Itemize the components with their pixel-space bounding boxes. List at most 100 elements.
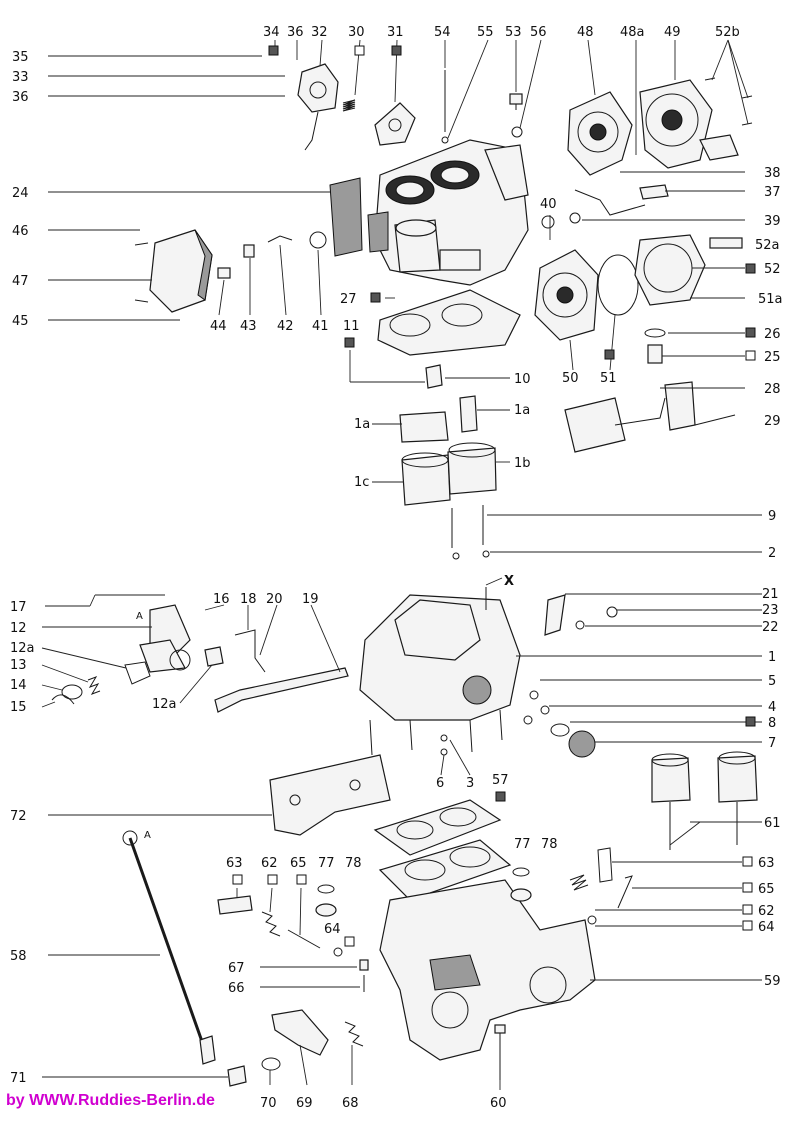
marker-square: [742, 904, 753, 915]
callout-11: 11: [343, 319, 360, 334]
top-assembly: [134, 63, 753, 560]
marker-square: [745, 350, 756, 361]
callout-44: 44: [210, 319, 227, 334]
callout-18: 18: [240, 592, 257, 607]
callout-38: 38: [764, 166, 781, 181]
callout-9: 9: [768, 509, 776, 524]
callout-5: 5: [768, 674, 776, 689]
callout-39: 39: [764, 214, 781, 229]
callout-45: 45: [12, 314, 29, 329]
marker-hatch: [344, 337, 355, 348]
callout-59: 59: [764, 974, 781, 989]
callout-20: 20: [266, 592, 283, 607]
callout-1a-left: 1a: [354, 417, 370, 432]
callout-48: 48: [577, 25, 594, 40]
callout-68: 68: [342, 1096, 359, 1111]
callout-34: 34: [263, 25, 280, 40]
callout-62-right: 62: [758, 904, 775, 919]
callout-52a: 52a: [755, 238, 780, 253]
marker-square: [344, 936, 355, 947]
marker-square: [354, 45, 365, 56]
callout-4: 4: [768, 700, 776, 715]
marker-hatch: [495, 791, 506, 802]
marker-square: [742, 856, 753, 867]
callout-3: 3: [466, 776, 474, 791]
marker-hatch: [745, 263, 756, 274]
callout-23: 23: [762, 603, 779, 618]
callout-57: 57: [492, 773, 509, 788]
callout-26: 26: [764, 327, 781, 342]
callout-51a: 51a: [758, 292, 783, 307]
callout-12: 12: [10, 621, 27, 636]
callout-50: 50: [562, 371, 579, 386]
callout-69: 69: [296, 1096, 313, 1111]
callout-78-right: 78: [541, 837, 558, 852]
callout-40: 40: [540, 197, 557, 212]
callout-54: 54: [434, 25, 451, 40]
callout-31: 31: [387, 25, 404, 40]
callout-6: 6: [436, 776, 444, 791]
callout-49: 49: [664, 25, 681, 40]
callout-43: 43: [240, 319, 257, 334]
marker-square: [232, 874, 243, 885]
callout-13: 13: [10, 658, 27, 673]
callout-28: 28: [764, 382, 781, 397]
callout-53: 53: [505, 25, 522, 40]
callout-16: 16: [213, 592, 230, 607]
callout-63-top: 63: [226, 856, 243, 871]
callout-77-left: 77: [318, 856, 335, 871]
callout-19: 19: [302, 592, 319, 607]
marker-hatch: [745, 716, 756, 727]
markers: [232, 45, 756, 947]
marker-hatch: [604, 349, 615, 360]
callout-60: 60: [490, 1096, 507, 1111]
callout-1b: 1b: [514, 456, 531, 471]
callout-a-bottom: A: [144, 830, 151, 841]
callout-51: 51: [600, 371, 617, 386]
callout-36-top: 36: [287, 25, 304, 40]
callout-55: 55: [477, 25, 494, 40]
callout-56: 56: [530, 25, 547, 40]
middle-assembly: [51, 587, 618, 758]
callout-33: 33: [12, 70, 29, 85]
callout-47: 47: [12, 274, 29, 289]
marker-hatch: [745, 327, 756, 338]
callout-29: 29: [764, 414, 781, 429]
callout-25: 25: [764, 350, 781, 365]
callout-1a-right: 1a: [514, 403, 530, 418]
marker-hatch: [370, 292, 381, 303]
callout-46: 46: [12, 224, 29, 239]
leader-lines: [41, 39, 762, 1090]
callout-48a: 48a: [620, 25, 645, 40]
callout-72: 72: [10, 809, 27, 824]
callout-27: 27: [340, 292, 357, 307]
callout-37: 37: [764, 185, 781, 200]
marker-hatch: [391, 45, 402, 56]
callout-63-right: 63: [758, 856, 775, 871]
callout-64-left: 64: [324, 922, 341, 937]
callout-78-left: 78: [345, 856, 362, 871]
callout-77-right: 77: [514, 837, 531, 852]
callout-32: 32: [311, 25, 328, 40]
callout-71: 71: [10, 1071, 27, 1086]
callout-35: 35: [12, 50, 29, 65]
marker-square: [742, 920, 753, 931]
callout-7: 7: [768, 736, 776, 751]
callout-1c: 1c: [354, 475, 369, 490]
callout-52b: 52b: [715, 25, 740, 40]
callout-42: 42: [277, 319, 294, 334]
callout-8: 8: [768, 716, 776, 731]
callout-30: 30: [348, 25, 365, 40]
callout-65-right: 65: [758, 882, 775, 897]
callout-24: 24: [12, 186, 29, 201]
marker-square: [267, 874, 278, 885]
callout-65-top: 65: [290, 856, 307, 871]
marker-square: [296, 874, 307, 885]
callout-67: 67: [228, 961, 245, 976]
callout-21: 21: [762, 587, 779, 602]
callout-64-right: 64: [758, 920, 775, 935]
callout-41: 41: [312, 319, 329, 334]
callout-70: 70: [260, 1096, 277, 1111]
callout-1: 1: [768, 650, 776, 665]
